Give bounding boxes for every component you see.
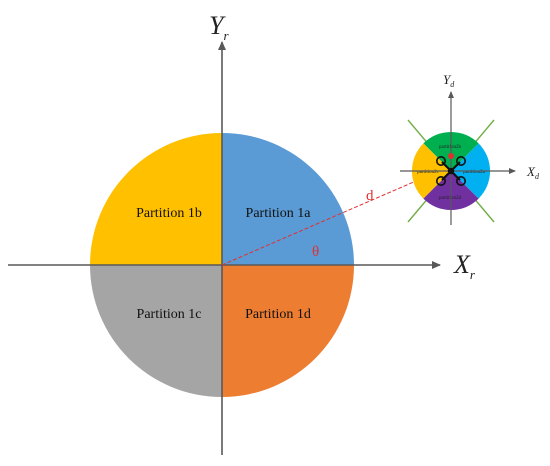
partition-1b-sector (90, 133, 222, 265)
partition-2b-label: partition2b (439, 145, 461, 150)
partition-2d-label: partition2d (439, 196, 461, 201)
y-axis-label: Yr (209, 11, 229, 43)
partition-1c-label: Partition 1c (137, 307, 202, 322)
x-axis-label-sub: r (470, 267, 476, 282)
inset-y-axis-label: Yd (443, 72, 455, 89)
y-axis-label-main: Y (209, 11, 226, 40)
x-axis-label: Xr (453, 250, 476, 282)
distance-label: d (366, 188, 374, 204)
partition-2c-label: partition2c (417, 170, 439, 175)
distance-line (221, 167, 447, 266)
partition-1a-label: Partition 1a (246, 206, 312, 221)
partition-2a-label: partition2a (463, 170, 485, 175)
y-axis-label-sub: r (223, 28, 229, 43)
partition-1d-sector (222, 265, 354, 397)
x-axis-label-main: X (453, 250, 471, 279)
partition-1c-sector (90, 265, 222, 397)
quadcopter-icon (435, 153, 466, 187)
partition-1a-sector (222, 133, 354, 265)
inset-x-axis-label: Xd (526, 164, 540, 181)
partition-1d-label: Partition 1d (245, 307, 311, 322)
drone-inset: partition2a partition2b partition2c part… (400, 72, 540, 225)
main-circle (90, 133, 354, 397)
angle-label: θ (312, 244, 319, 260)
partition-1b-label: Partition 1b (136, 206, 202, 221)
